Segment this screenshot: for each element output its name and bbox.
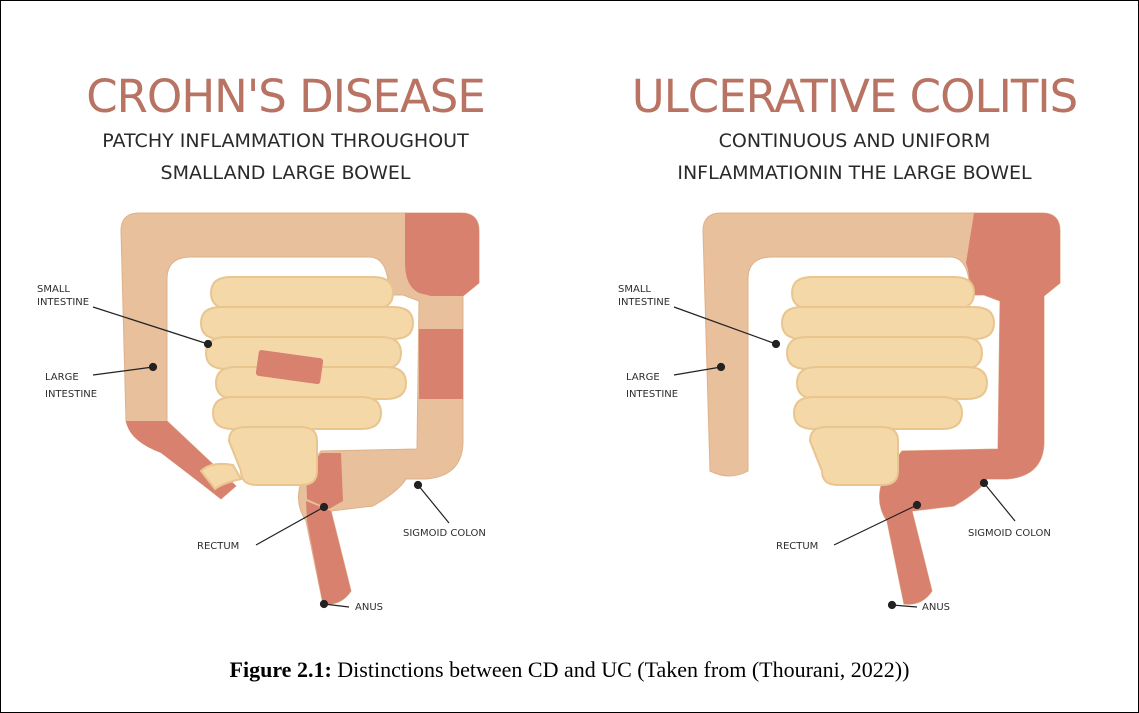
sigmoid-colon-dot xyxy=(981,480,988,487)
small-intestine-loop xyxy=(794,397,962,429)
caption-text: Distinctions between CD and UC (Taken fr… xyxy=(332,657,910,682)
anus-dot xyxy=(889,602,896,609)
rectum-dot xyxy=(321,504,328,511)
small-intestine-loop xyxy=(782,307,994,339)
inflamed-segment xyxy=(419,329,463,399)
inflamed-segment xyxy=(405,213,479,296)
small-intestine-loop xyxy=(201,307,413,339)
small-intestine-label: SMALL xyxy=(37,284,70,295)
small-intestine-label: SMALL xyxy=(618,284,651,295)
anus-label: ANUS xyxy=(922,602,950,613)
anus-label: ANUS xyxy=(355,602,383,613)
leader-line xyxy=(418,485,449,523)
ulcerative-colitis-panel: ULCERATIVE COLITIS CONTINUOUS AND UNIFOR… xyxy=(570,1,1139,641)
rectum-dot xyxy=(914,502,921,509)
large-intestine-label: LARGE xyxy=(45,372,79,383)
rectum-label: RECTUM xyxy=(197,541,239,552)
small-intestine-dot xyxy=(205,341,212,348)
large-intestine-dot xyxy=(718,364,725,371)
small-intestine-loop xyxy=(810,427,898,485)
small-intestine-dot xyxy=(773,341,780,348)
figure-caption: Figure 2.1: Distinctions between CD and … xyxy=(1,657,1138,683)
small-intestine-loop xyxy=(797,367,987,399)
leader-line xyxy=(984,483,1015,521)
large-intestine-dot xyxy=(150,364,157,371)
anus-dot xyxy=(321,601,328,608)
sigmoid-colon-dot xyxy=(415,482,422,489)
uc-colon-diagram: SMALL INTESTINE LARGE INTESTINE RECTUM S… xyxy=(570,1,1139,641)
small-intestine-loop xyxy=(229,427,317,485)
small-intestine-loop xyxy=(787,337,982,369)
figure-number: Figure 2.1: xyxy=(230,657,332,682)
crohns-panel: CROHN'S DISEASE PATCHY INFLAMMATION THRO… xyxy=(1,1,570,641)
large-intestine-label: LARGE xyxy=(626,372,660,383)
large-intestine-label: INTESTINE xyxy=(626,389,678,400)
small-intestine-loop xyxy=(211,277,393,309)
rectum-label: RECTUM xyxy=(776,541,818,552)
crohns-colon-diagram: SMALL INTESTINE LARGE INTESTINE RECTUM S… xyxy=(1,1,570,641)
sigmoid-colon-label: SIGMOID COLON xyxy=(968,528,1051,539)
small-intestine-label: INTESTINE xyxy=(618,297,670,308)
small-intestine-label: INTESTINE xyxy=(37,297,89,308)
small-intestine-loop xyxy=(792,277,974,309)
sigmoid-colon-label: SIGMOID COLON xyxy=(403,528,486,539)
large-intestine-label: INTESTINE xyxy=(45,389,97,400)
small-intestine-loop xyxy=(213,397,381,429)
